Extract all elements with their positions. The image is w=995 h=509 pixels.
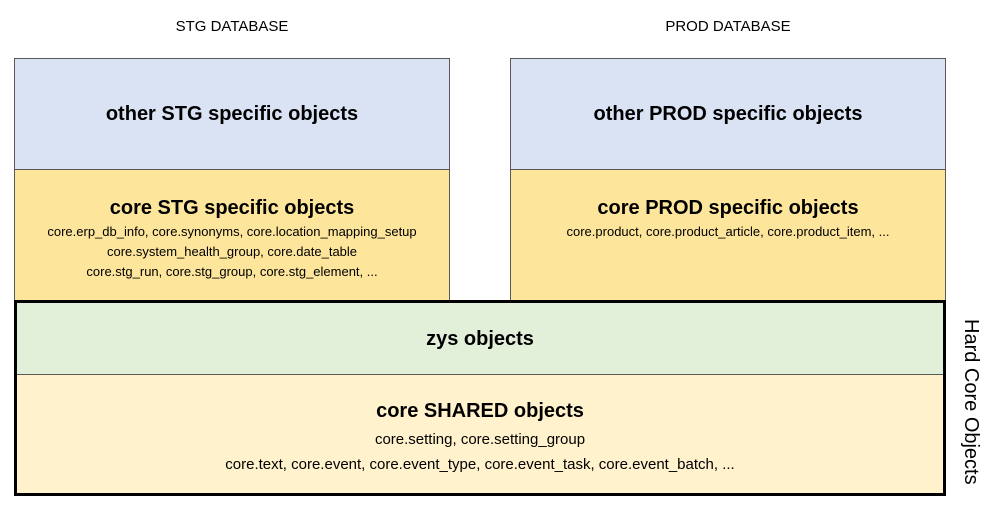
stg-core-item-line: core.system_health_group, core.date_tabl… (106, 244, 358, 259)
stg-core-item-line: core.erp_db_info, core.synonyms, core.lo… (47, 224, 417, 239)
prod-other-objects-label: other PROD specific objects (593, 103, 863, 125)
stg-core-item-line: core.stg_run, core.stg_group, core.stg_e… (86, 264, 378, 279)
zys-objects-box: zys objects (17, 303, 943, 375)
stg-other-objects-box: other STG specific objects (14, 58, 450, 170)
prod-core-objects-box: core PROD specific objects core.product,… (510, 169, 946, 302)
shared-core-item-line: core.text, core.event, core.event_type, … (225, 456, 735, 473)
prod-other-objects-box: other PROD specific objects (510, 58, 946, 170)
prod-core-objects-label: core PROD specific objects (597, 197, 859, 219)
core-shared-objects-label: core SHARED objects (376, 400, 584, 422)
zys-objects-label: zys objects (426, 327, 534, 350)
stg-core-objects-label: core STG specific objects (109, 197, 355, 219)
stg-core-objects-box: core STG specific objects core.erp_db_in… (14, 169, 450, 302)
prod-core-item-line: core.product, core.product_article, core… (566, 224, 890, 239)
hard-core-objects-side-label: Hard Core Objects (960, 319, 982, 485)
prod-database-title: PROD DATABASE (665, 18, 791, 35)
stg-database-title: STG DATABASE (175, 18, 289, 35)
core-shared-objects-box: core SHARED objects core.setting, core.s… (17, 375, 943, 493)
stg-other-objects-label: other STG specific objects (105, 103, 359, 125)
hard-core-objects-frame: zys objects core SHARED objects core.set… (14, 300, 946, 496)
shared-core-item-line: core.setting, core.setting_group (374, 431, 586, 448)
